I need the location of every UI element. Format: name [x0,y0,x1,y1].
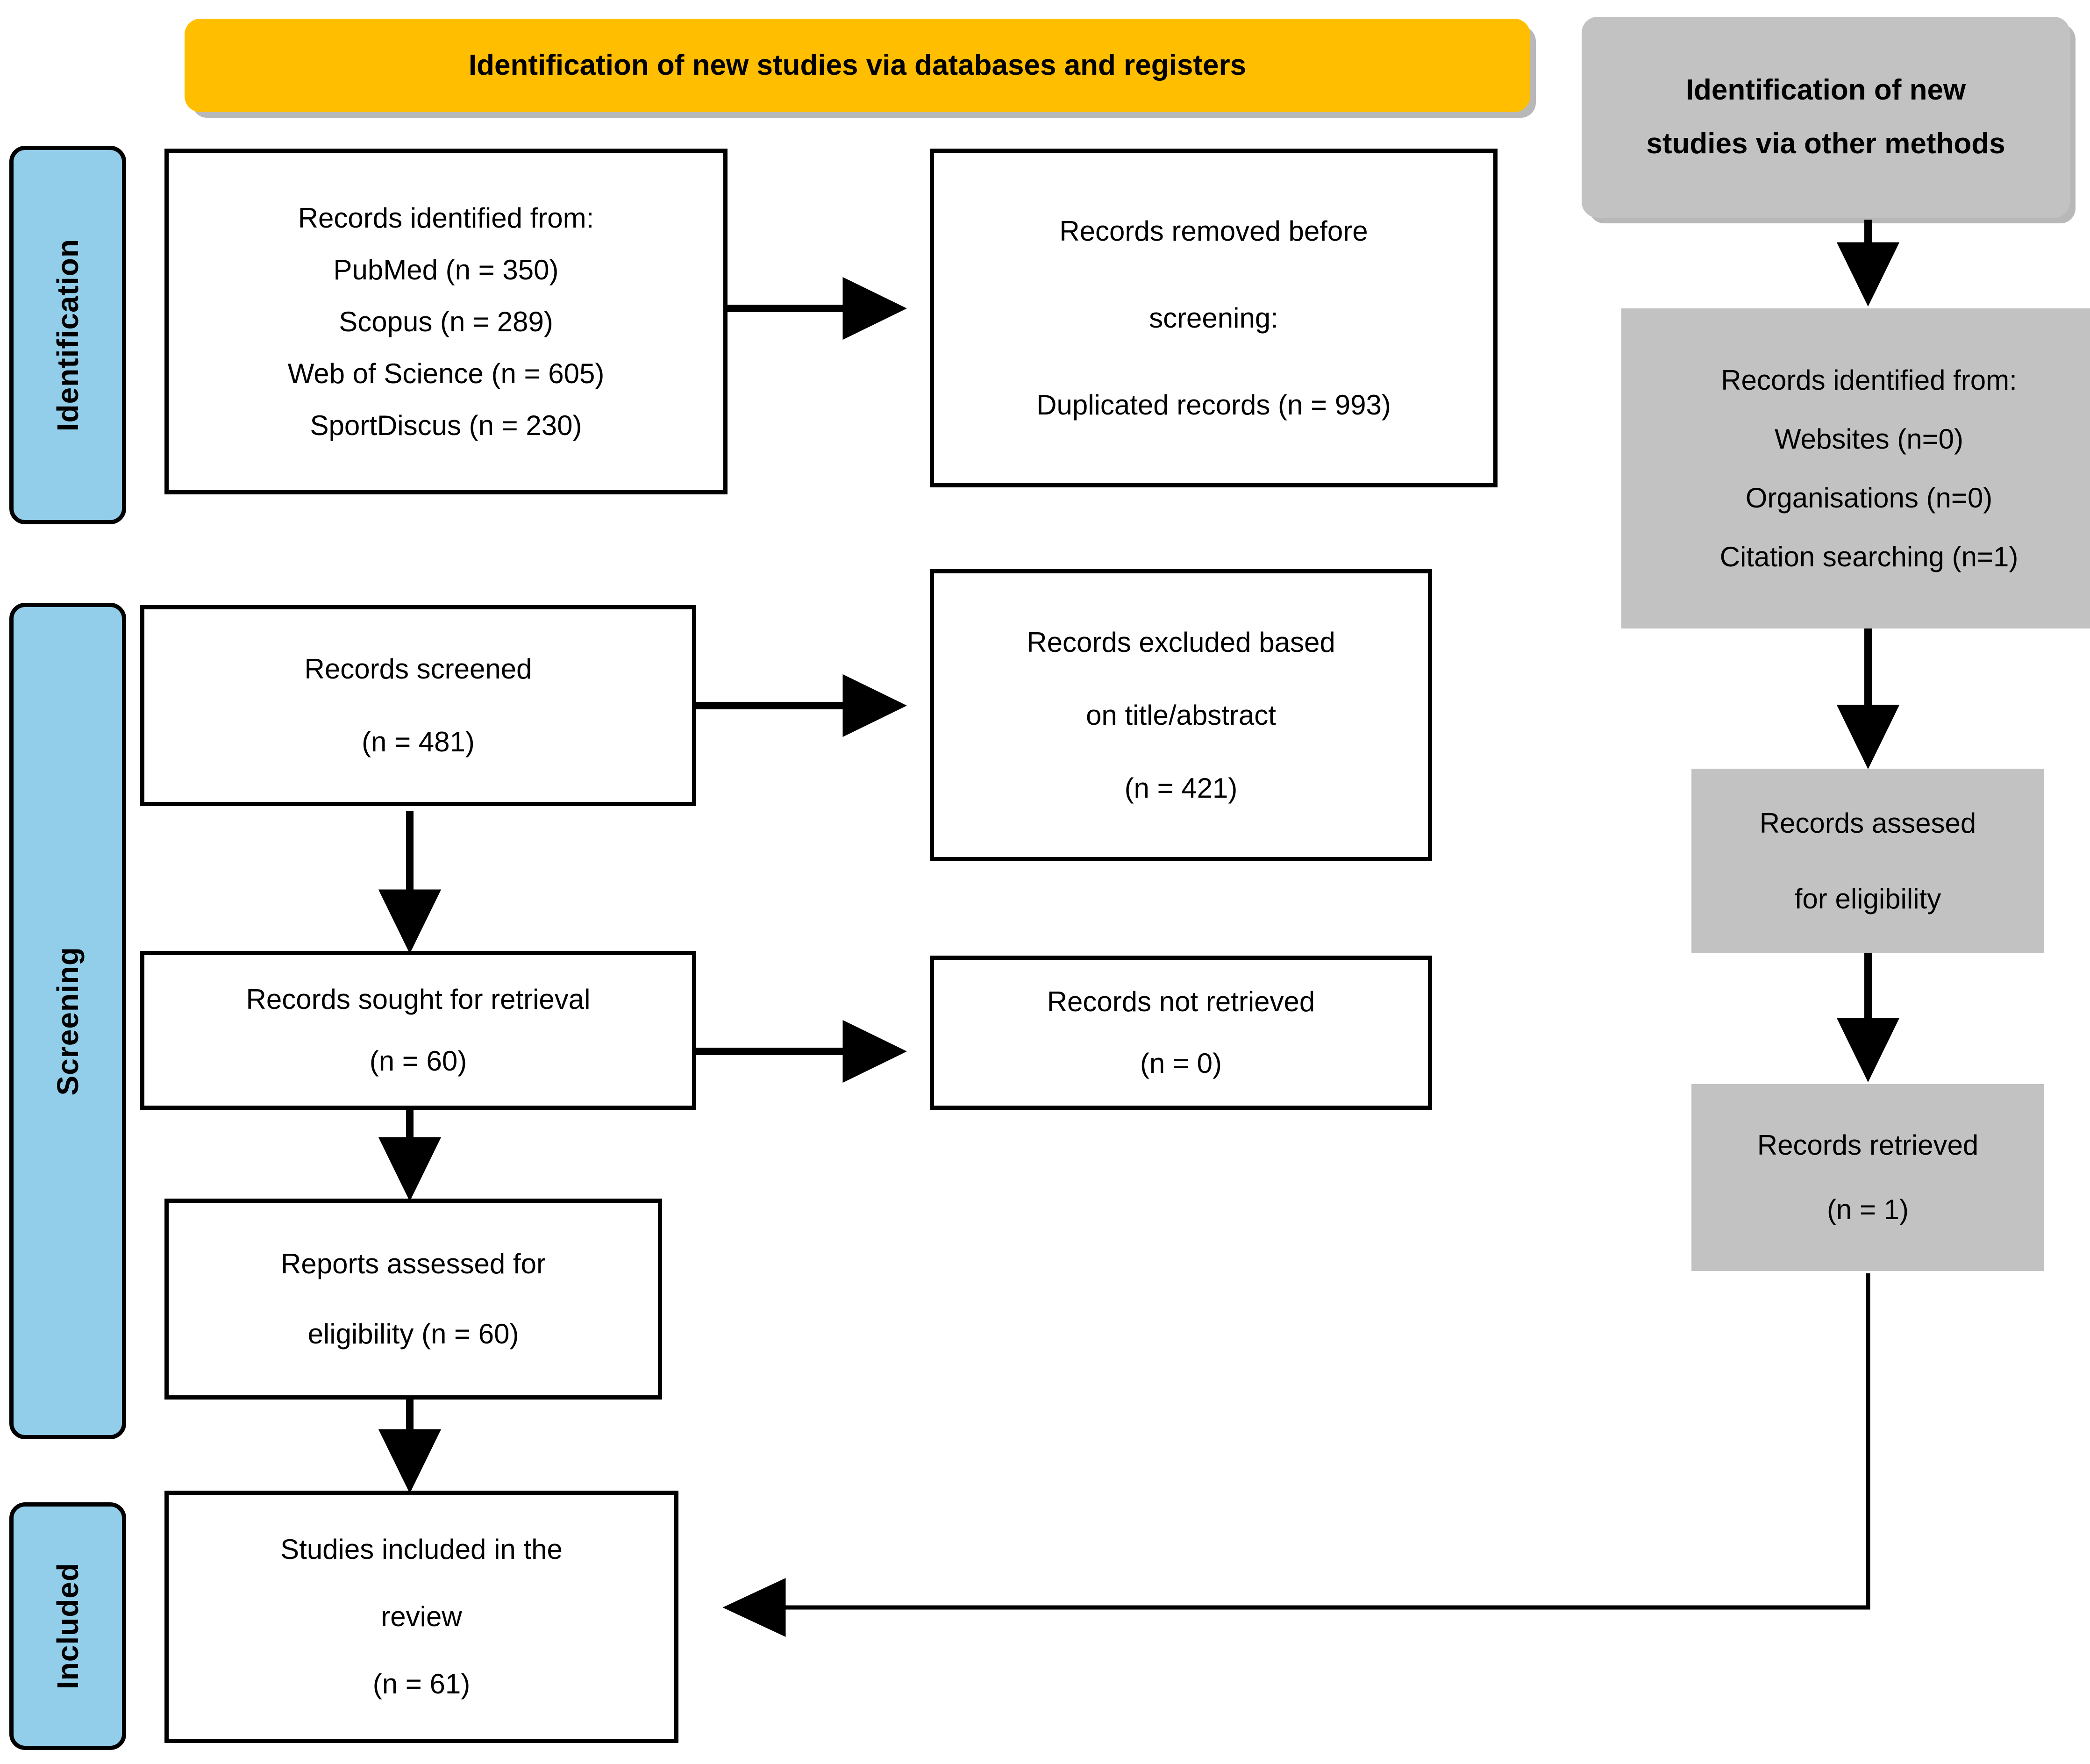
records-identified-line-1: Records identified from: [298,202,594,234]
records-screened-line-2: (n = 481) [362,726,475,757]
phase-label-identification: Identification [51,238,85,432]
box-records-excluded: Records excluded based on title/abstract… [930,569,1432,861]
other-identified-line-4: Citation searching (n=1) [1719,541,2019,572]
phase-strip-screening: Screening [9,603,126,1439]
phase-strip-included: Included [9,1502,126,1750]
box-other-records-retrieved: Records retrieved (n = 1) [1691,1084,2044,1271]
records-excluded-line-3: (n = 421) [1124,772,1238,804]
banner-other-methods-line1: Identification of new [1685,74,1966,107]
records-removed-line-2: screening: [1149,302,1278,334]
banner-other-methods: Identification of new studies via other … [1582,17,2070,218]
phase-strip-identification: Identification [9,146,126,524]
other-identified-line-3: Organisations (n=0) [1745,482,1993,514]
records-screened-line-1: Records screened [304,653,532,685]
connector-otherretrieved-to-included [722,1273,1870,1637]
records-identified-line-3: Scopus (n = 289) [339,306,553,337]
other-identified-line-1: Records identified from: [1721,364,2017,396]
phase-label-screening: Screening [51,946,85,1096]
box-records-removed: Records removed before screening: Duplic… [930,149,1498,487]
box-records-sought: Records sought for retrieval (n = 60) [140,951,696,1110]
box-records-not-retrieved: Records not retrieved (n = 0) [930,956,1432,1110]
studies-included-line-1: Studies included in the [280,1534,563,1565]
records-excluded-line-2: on title/abstract [1086,699,1276,731]
box-reports-assessed: Reports assessed for eligibility (n = 60… [164,1199,662,1400]
records-not-retrieved-line-1: Records not retrieved [1047,986,1315,1017]
other-retrieved-line-1: Records retrieved [1757,1129,1979,1161]
banner-databases-label: Identification of new studies via databa… [468,49,1247,81]
records-sought-line-1: Records sought for retrieval [246,984,591,1015]
box-studies-included: Studies included in the review (n = 61) [164,1491,678,1743]
box-other-records-identified: Records identified from: Websites (n=0) … [1621,308,2090,628]
banner-other-methods-line2: studies via other methods [1646,128,2005,160]
records-identified-line-2: PubMed (n = 350) [333,254,559,286]
records-excluded-line-1: Records excluded based [1027,626,1335,658]
studies-included-line-2: review [381,1601,462,1632]
box-records-identified: Records identified from: PubMed (n = 350… [164,149,728,494]
other-retrieved-line-2: (n = 1) [1826,1194,1909,1225]
records-identified-line-5: SportDiscus (n = 230) [310,409,582,441]
records-identified-line-4: Web of Science (n = 605) [287,357,605,389]
other-identified-line-2: Websites (n=0) [1774,423,1964,455]
banner-databases-registers: Identification of new studies via databa… [185,19,1530,112]
other-assessed-line-1: Records assesed [1759,807,1976,839]
other-assessed-line-2: for eligibility [1794,883,1941,914]
records-removed-line-3: Duplicated records (n = 993) [1036,389,1391,421]
records-sought-line-2: (n = 60) [369,1045,467,1077]
box-other-records-assessed: Records assesed for eligibility [1691,769,2044,953]
reports-assessed-line-2: eligibility (n = 60) [307,1318,519,1350]
reports-assessed-line-1: Reports assessed for [281,1248,546,1279]
records-removed-line-1: Records removed before [1059,215,1368,247]
studies-included-line-3: (n = 61) [372,1668,471,1700]
records-not-retrieved-line-2: (n = 0) [1140,1048,1222,1079]
phase-label-included: Included [51,1563,85,1690]
box-records-screened: Records screened (n = 481) [140,605,696,806]
